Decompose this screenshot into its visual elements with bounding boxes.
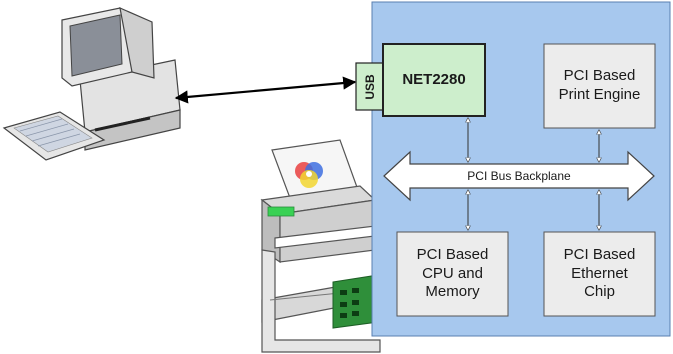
net2280-box bbox=[382, 43, 486, 117]
printer-icon bbox=[260, 139, 381, 353]
usb-link-arrow bbox=[174, 76, 357, 104]
desktop-computer-icon bbox=[2, 6, 181, 161]
cpu-memory-box bbox=[396, 231, 509, 317]
circuit-board-icon bbox=[332, 274, 379, 329]
print-engine-box bbox=[543, 43, 656, 129]
ethernet-label: PCI Based Ethernet Chip bbox=[563, 245, 636, 301]
color-wheel-icon bbox=[295, 162, 323, 188]
ethernet-box bbox=[543, 231, 656, 317]
usb-label: USB bbox=[362, 74, 377, 100]
print-engine-label: PCI Based Print Engine bbox=[558, 67, 641, 103]
net2280-label: NET2280 bbox=[402, 70, 466, 88]
cpu-memory-label: PCI Based CPU and Memory bbox=[416, 245, 489, 301]
pci-bus-backplane bbox=[383, 150, 655, 202]
bus-label: PCI Bus Backplane bbox=[467, 168, 571, 183]
